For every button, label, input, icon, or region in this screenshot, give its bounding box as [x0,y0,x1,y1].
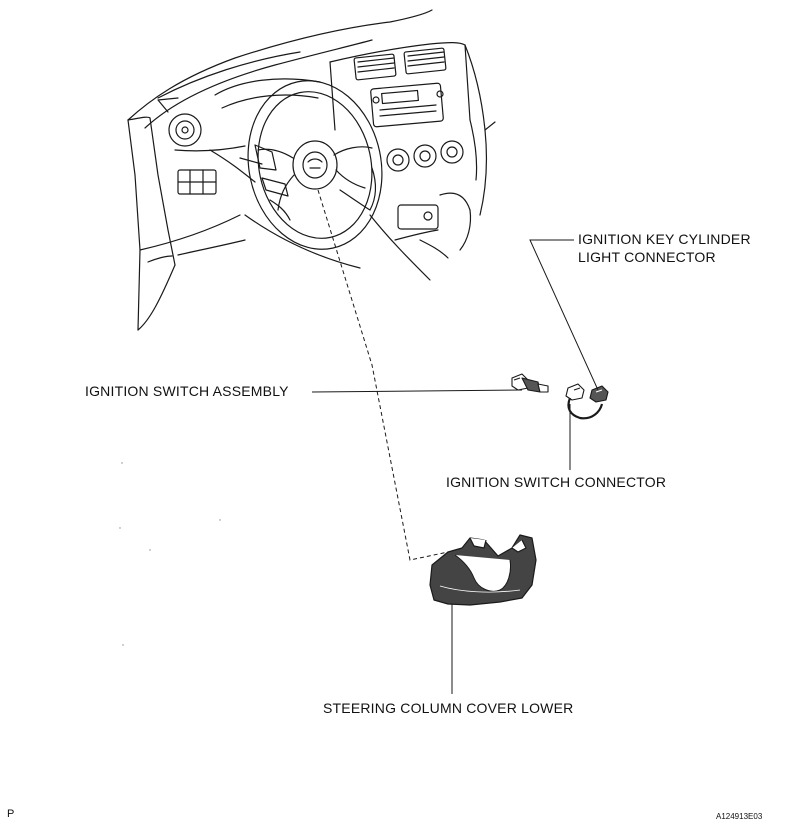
leader-ignition-switch-assembly [311,389,523,393]
corner-marker: P [7,808,15,820]
ignition-switch-assembly-part [511,373,549,393]
dashboard-illustration [127,9,496,331]
label-ignition-key-cylinder-light-connector-line2: LIGHT CONNECTOR [578,249,716,265]
leader-lines [311,239,599,694]
ignition-key-cylinder-light-connector-part [589,385,609,403]
leader-key-cylinder-connector [529,239,599,391]
label-ignition-switch-assembly: IGNITION SWITCH ASSEMBLY [85,383,289,399]
label-ignition-switch-connector: IGNITION SWITCH CONNECTOR [446,474,667,490]
ignition-switch-connector-part [565,383,604,420]
label-ignition-key-cylinder-light-connector-line1: IGNITION KEY CYLINDER [578,231,751,247]
scan-specks [119,462,221,646]
relation-dashed-line [317,189,449,561]
label-steering-column-cover-lower: STEERING COLUMN COVER LOWER [323,700,574,716]
steering-column-cover-lower-part [429,534,537,606]
figure-code: A124913E03 [716,812,763,821]
